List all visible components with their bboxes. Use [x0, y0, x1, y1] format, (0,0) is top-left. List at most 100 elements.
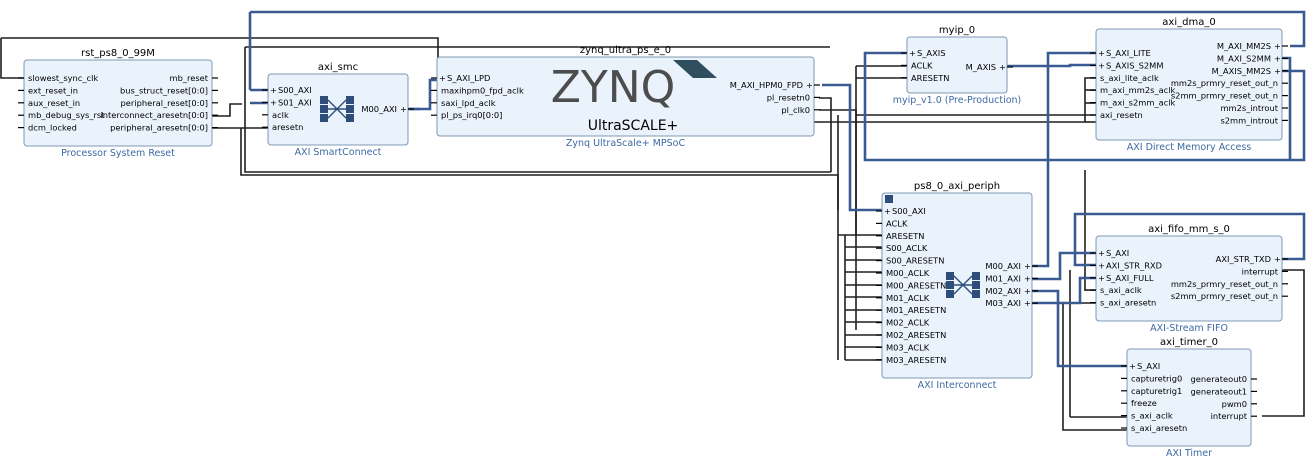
bus-expand-icon[interactable]: +	[1274, 53, 1281, 63]
port-axi-resetn: axi_resetn	[1100, 110, 1143, 120]
bus-connection[interactable]	[1007, 63, 1096, 68]
bus-expand-icon[interactable]: +	[1129, 361, 1136, 371]
port-ext-reset-in: ext_reset_in	[28, 85, 78, 95]
port-s-axi-lpd: S_AXI_LPD	[447, 73, 490, 83]
port-s-axi: S_AXI	[1137, 361, 1160, 371]
port-mm2s-introut: mm2s_introut	[1220, 103, 1278, 113]
port-axi-str-txd: AXI_STR_TXD	[1216, 254, 1271, 264]
port-mb-reset: mb_reset	[169, 73, 208, 83]
bus-expand-icon[interactable]: +	[884, 206, 891, 216]
expand-hierarchy-icon[interactable]	[885, 195, 893, 203]
bus-connection[interactable]	[822, 83, 882, 212]
block-ip-type: myip_v1.0 (Pre-Production)	[893, 95, 1022, 106]
port-s00-axi: S00_AXI	[892, 206, 926, 216]
port-m-axi-mm2s-aclk: m_axi_mm2s_aclk	[1100, 85, 1176, 95]
bus-expand-icon[interactable]: +	[1274, 41, 1281, 51]
port-s01-axi: S01_AXI	[278, 97, 312, 107]
bus-expand-icon[interactable]: +	[1098, 248, 1105, 258]
block-ip-type: AXI SmartConnect	[295, 147, 382, 158]
port-m01-aresetn: M01_ARESETN	[886, 305, 946, 315]
port-mb-debug-sys-rst: mb_debug_sys_rst	[28, 110, 105, 120]
block-instance-name: ps8_0_axi_periph	[914, 181, 1000, 192]
port-aclk: aclk	[272, 110, 289, 120]
port-m01-aclk: M01_ACLK	[886, 293, 930, 303]
bus-expand-icon[interactable]: +	[1024, 273, 1031, 283]
port-m03-aclk: M03_ACLK	[886, 342, 930, 352]
bus-expand-icon[interactable]: +	[1098, 60, 1105, 70]
bus-connection[interactable]	[250, 10, 1306, 48]
port-mm2s-prmry-reset-out-n: mm2s_prmry_reset_out_n	[1171, 78, 1278, 88]
port-s-axi-lite-aclk: s_axi_lite_aclk	[1100, 73, 1159, 83]
bus-expand-icon[interactable]: +	[1098, 48, 1105, 58]
block-body[interactable]	[1095, 28, 1283, 141]
net-wire[interactable]	[212, 103, 242, 117]
port-mm2s-prmry-reset-out-n: mm2s_prmry_reset_out_n	[1171, 279, 1278, 289]
bus-expand-icon[interactable]: +	[1274, 66, 1281, 76]
port-s00-axi: S00_AXI	[278, 85, 312, 95]
block-instance-name: axi_smc	[318, 62, 358, 73]
port-pl-clk0: pl_clk0	[781, 105, 810, 115]
port-peripheral-reset-0-0: peripheral_reset[0:0]	[120, 98, 208, 108]
port-aclk: ACLK	[886, 218, 908, 228]
port-pl-ps-irq0-0-0: pl_ps_irq0[0:0]	[441, 110, 502, 120]
net-wire[interactable]	[0, 38, 24, 79]
bus-expand-icon[interactable]: +	[1274, 254, 1281, 264]
bus-connection[interactable]	[1282, 56, 1292, 160]
bus-expand-icon[interactable]: +	[909, 48, 916, 58]
port-s-axis-s2mm: S_AXIS_S2MM	[1106, 60, 1164, 70]
port-m02-aresetn: M02_ARESETN	[886, 330, 946, 340]
port-m00-axi: M00_AXI	[985, 261, 1021, 271]
port-aresetn: ARESETN	[911, 73, 949, 83]
interconnect-crossbar-icon	[946, 272, 980, 298]
port-s2mm-prmry-reset-out-n: s2mm_prmry_reset_out_n	[1171, 291, 1278, 301]
bus-expand-icon[interactable]: +	[1024, 286, 1031, 296]
port-aclk: ACLK	[911, 60, 933, 70]
port-s-axi-aresetn: s_axi_aresetn	[1100, 298, 1156, 308]
net-wire[interactable]	[244, 47, 831, 173]
port-interrupt: interrupt	[1211, 411, 1248, 421]
bus-expand-icon[interactable]: +	[1098, 273, 1105, 283]
port-capturetrig0: capturetrig0	[1131, 373, 1182, 383]
net-wire[interactable]	[1062, 303, 1127, 431]
bus-expand-icon[interactable]: +	[1024, 261, 1031, 271]
port-s-axi: S_AXI	[1106, 248, 1129, 258]
bus-expand-icon[interactable]: +	[439, 73, 446, 83]
port-s-axi-aresetn: s_axi_aresetn	[1131, 423, 1187, 433]
bus-connection[interactable]	[1032, 289, 1127, 368]
port-s-axi-lite: S_AXI_LITE	[1106, 48, 1151, 58]
port-slowest-sync-clk: slowest_sync_clk	[28, 73, 98, 83]
bus-expand-icon[interactable]: +	[1098, 260, 1105, 270]
bus-connection[interactable]	[1073, 212, 1306, 267]
port-axi-str-rxd: AXI_STR_RXD	[1106, 260, 1162, 270]
bus-connection[interactable]	[1032, 51, 1096, 268]
port-m01-axi: M01_AXI	[985, 273, 1021, 283]
bus-expand-icon[interactable]: +	[1024, 298, 1031, 308]
bus-expand-icon[interactable]: +	[400, 104, 407, 114]
bus-connection[interactable]	[1032, 251, 1096, 281]
bus-expand-icon[interactable]: +	[999, 62, 1006, 72]
port-m00-aclk: M00_ACLK	[886, 268, 930, 278]
block-body[interactable]	[1126, 348, 1252, 447]
port-m-axis-mm2s: M_AXIS_MM2S	[1212, 66, 1271, 76]
block-body[interactable]	[1095, 235, 1283, 322]
bus-expand-icon[interactable]: +	[270, 85, 277, 95]
bus-connection[interactable]	[1032, 276, 1096, 305]
bus-expand-icon[interactable]: +	[806, 80, 813, 90]
port-saxi-lpd-aclk: saxi_lpd_aclk	[441, 98, 496, 108]
net-wire[interactable]	[1262, 269, 1305, 417]
bus-expand-icon[interactable]: +	[270, 97, 277, 107]
port-m-axi-mm2s: M_AXI_MM2S	[1217, 41, 1271, 51]
block-ip-type: AXI Timer	[1166, 448, 1212, 459]
bus-connection[interactable]	[863, 51, 1306, 162]
port-m-axis: M_AXIS	[966, 62, 996, 72]
net-wire[interactable]	[819, 97, 832, 172]
block-body[interactable]	[436, 56, 815, 137]
